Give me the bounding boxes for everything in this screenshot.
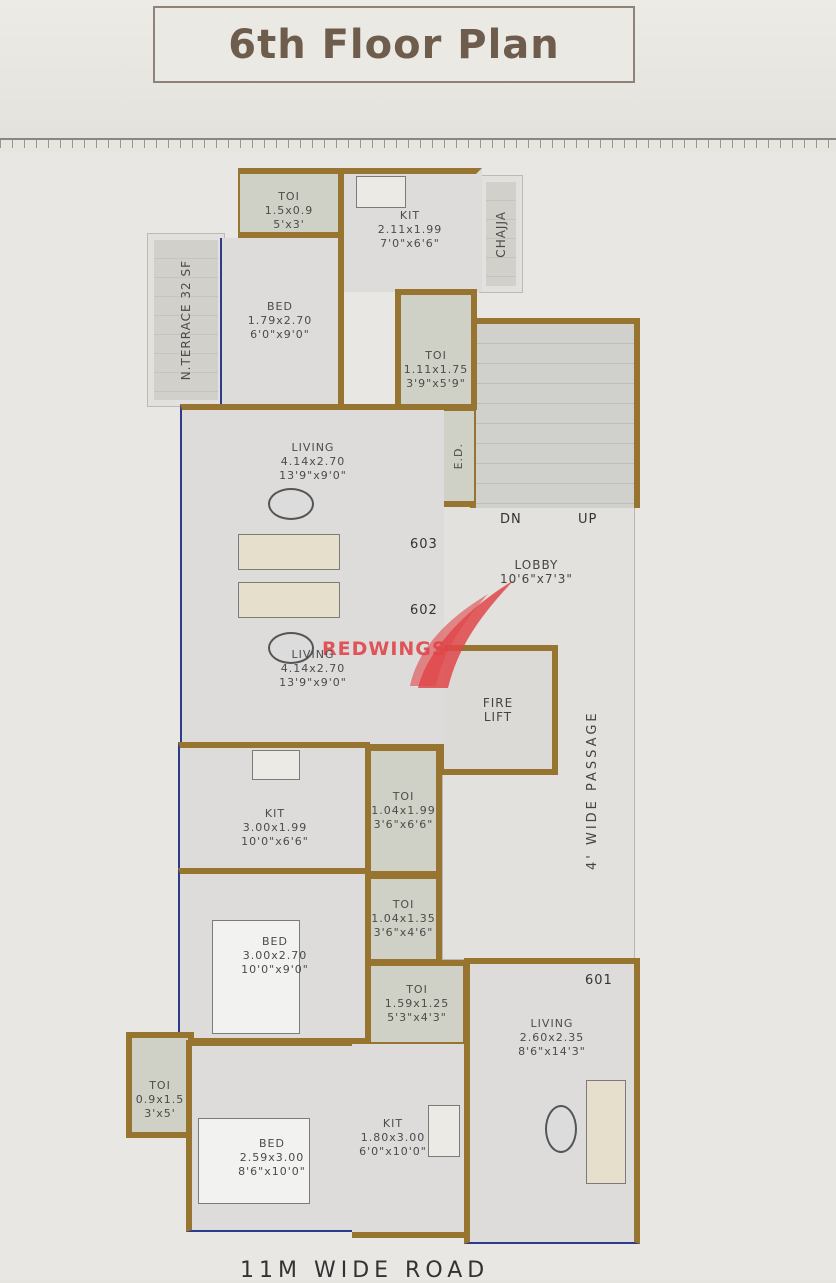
room-imperial: 8'6"x10'0" — [238, 1165, 306, 1178]
room-metric: 0.9x1.5 — [135, 1093, 185, 1106]
fire-lift: FIRE LIFT — [440, 645, 558, 775]
bed-icon — [198, 1118, 310, 1204]
room-label: KIT — [399, 209, 421, 222]
dining-table-icon — [545, 1105, 577, 1153]
north-terrace: N.TERRACE 32 SF — [147, 233, 225, 407]
room-label: TOI — [149, 1079, 171, 1092]
room-imperial: 10'0"x6'6" — [241, 835, 309, 848]
room-label: TOI — [425, 348, 447, 362]
sofa-icon — [586, 1080, 626, 1184]
fire-lift-line1: FIRE — [482, 696, 514, 710]
flat-number-603: 603 — [410, 537, 438, 552]
room-label: LIVING — [530, 1017, 574, 1030]
room-imperial: 3'x5' — [144, 1107, 176, 1120]
room-metric: 1.79x2.70 — [247, 314, 313, 327]
room-imperial: 3'6"x4'6" — [373, 926, 434, 939]
stairs-up-label: UP — [578, 512, 598, 527]
redwings-logo-icon — [410, 580, 514, 688]
room-imperial: 5'x3' — [273, 218, 305, 231]
bed-icon — [212, 920, 300, 1034]
terrace-area: 32 SF — [179, 259, 193, 299]
fire-lift-line2: LIFT — [483, 710, 513, 724]
room-label: TOI — [392, 790, 415, 803]
room-label: LIVING — [291, 441, 335, 454]
room-imperial: 8'6"x14'3" — [518, 1045, 586, 1058]
room-imperial: 3'6"x6'6" — [373, 818, 434, 831]
room-metric: 2.11x1.99 — [377, 223, 443, 236]
room-imperial: 13'9"x9'0" — [279, 676, 347, 689]
flat-number-602: 602 — [410, 603, 438, 618]
scale-ruler — [0, 138, 836, 152]
room-metric: 4.14x2.70 — [280, 662, 346, 675]
room-label: KIT — [382, 1117, 404, 1130]
room-imperial: 7'0"x6'6" — [380, 237, 440, 250]
sofa-icon — [238, 582, 340, 618]
stove-icon — [356, 176, 406, 208]
room-metric: 1.59x1.25 — [384, 997, 450, 1010]
flat-number-601: 601 — [585, 973, 613, 988]
room-metric: 1.5x0.9 — [264, 204, 314, 217]
room-label: BED — [259, 1137, 285, 1150]
room-metric: 4.14x2.70 — [280, 455, 346, 468]
room-label: TOI — [392, 898, 415, 911]
lobby-size: 10'6"x7'3" — [500, 572, 573, 586]
room-imperial: 10'0"x9'0" — [241, 963, 309, 976]
chajja: CHAJJA — [479, 175, 523, 293]
watermark-text: REDWINGS — [322, 638, 447, 660]
room-imperial: 6'0"x10'0" — [359, 1145, 427, 1158]
lobby-label: LOBBY 10'6"x7'3" — [500, 558, 573, 586]
room-imperial: 13'9"x9'0" — [279, 469, 347, 482]
page-title: 6th Floor Plan — [228, 21, 560, 68]
lobby-name: LOBBY — [514, 558, 559, 572]
room-metric: 3.00x1.99 — [242, 821, 308, 834]
room-label: TOI — [278, 190, 300, 203]
title-box: 6th Floor Plan — [153, 6, 635, 83]
dining-table-icon — [268, 488, 314, 520]
chajja-label: CHAJJA — [494, 210, 508, 258]
passage-label: 4' WIDE PASSAGE — [585, 710, 600, 870]
room-label: LIVING — [291, 648, 335, 661]
sofa-icon — [238, 534, 340, 570]
stove-icon — [252, 750, 300, 780]
room-imperial: 6'0"x9'0" — [250, 328, 310, 341]
terrace-label: N.TERRACE — [179, 303, 193, 381]
room-label: TOI — [406, 983, 428, 996]
room-metric: 1.04x1.35 — [371, 912, 436, 925]
room-metric: 1.11x1.75 — [403, 362, 469, 376]
stairs-down-label: DN — [500, 512, 522, 527]
road-label: 11M WIDE ROAD — [240, 1258, 490, 1283]
room-metric: 1.80x3.00 — [360, 1131, 426, 1144]
room-imperial: 3'9"x5'9" — [406, 376, 466, 390]
staircase — [470, 318, 640, 508]
room-metric: 3.00x2.70 — [242, 949, 308, 962]
room-metric: 2.59x3.00 — [239, 1151, 305, 1164]
room-label: BED — [267, 300, 293, 313]
stove-icon — [428, 1105, 460, 1157]
room-metric: 1.04x1.99 — [371, 804, 436, 817]
room-label: BED — [262, 935, 288, 948]
ed-label: E.D. — [452, 442, 465, 470]
header-banner: 6th Floor Plan — [0, 0, 836, 140]
room-imperial: 5'3"x4'3" — [387, 1011, 447, 1024]
room-label: KIT — [264, 807, 286, 820]
room-metric: 2.60x2.35 — [519, 1031, 585, 1044]
dining-table-icon — [268, 632, 314, 664]
